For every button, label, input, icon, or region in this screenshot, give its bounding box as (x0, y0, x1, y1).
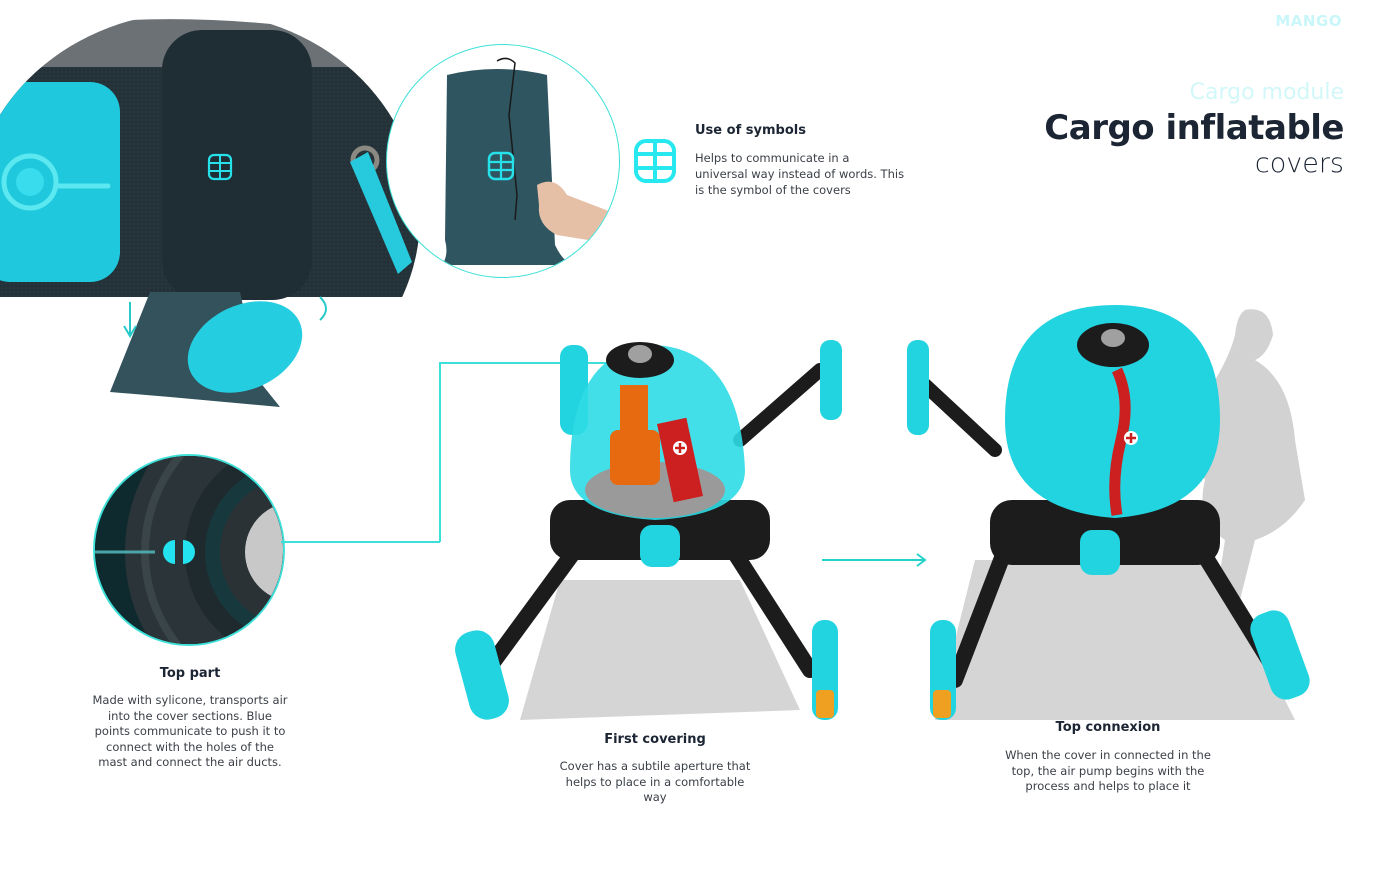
first-covering-render (440, 330, 860, 730)
top-connexion-heading: Top connexion (1055, 720, 1161, 735)
first-covering-heading: First covering (604, 732, 706, 747)
connector-line-horizontal-top (439, 362, 609, 364)
cover-attached-render (0, 12, 420, 422)
symbols-heading: Use of symbols (695, 123, 806, 138)
page-title-sub: covers (1254, 148, 1344, 179)
top-connexion-render (895, 300, 1345, 730)
brand-logo: MANGO (1275, 12, 1342, 30)
section-subtitle: Cargo module (1189, 80, 1344, 105)
top-connexion-description: When the cover in connected in the top, … (1005, 748, 1211, 793)
top-part-detail-render (93, 454, 285, 646)
top-part-description: Made with sylicone, transports air into … (92, 693, 288, 769)
symbols-description: Helps to communicate in a universal way … (695, 151, 905, 197)
connector-line-horizontal-bottom (281, 541, 440, 543)
top-part-heading: Top part (159, 666, 221, 681)
transition-arrow-icon (820, 552, 930, 567)
page-title: Cargo inflatable (1044, 108, 1344, 148)
connector-line-vertical (439, 362, 441, 542)
first-covering-description: Cover has a subtile aperture that helps … (559, 759, 751, 804)
cover-bag-render (386, 44, 620, 278)
grid-symbol-icon (633, 138, 677, 184)
